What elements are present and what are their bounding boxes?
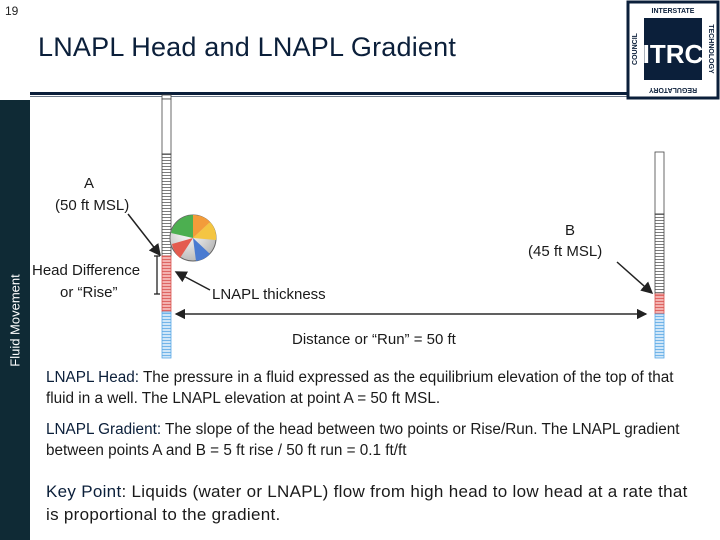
point-a-elevation: (50 ft MSL) xyxy=(55,197,130,214)
logo-top-text: INTERSTATE xyxy=(652,8,695,15)
logo-bottom-text: REGULATORY xyxy=(649,86,697,93)
gradient-text: The slope of the head between two points… xyxy=(46,421,680,459)
slide-title: LNAPL Head and LNAPL Gradient xyxy=(38,32,457,62)
well-b-screen xyxy=(654,213,665,295)
run-label: Distance or “Run” = 50 ft xyxy=(292,331,456,348)
well-a-casing xyxy=(161,98,172,155)
well-b-water xyxy=(654,313,665,359)
well-a xyxy=(161,94,172,359)
key-point: Key Point: Liquids (water or LNAPL) flow… xyxy=(46,480,696,526)
arrow-to-thickness xyxy=(174,271,211,291)
well-a-screen xyxy=(161,153,172,257)
key-text: : Liquids (water or LNAPL) flow from hig… xyxy=(46,482,688,524)
point-b-label: B xyxy=(565,222,576,239)
itrc-logo: INTERSTATE REGULATORY COUNCIL TECHNOLOGY… xyxy=(626,0,720,100)
sidebar xyxy=(0,100,30,540)
well-a-lnapl xyxy=(161,255,172,313)
arrow-to-head-b xyxy=(616,261,654,294)
well-b-casing xyxy=(654,151,665,215)
gradient-term: LNAPL Gradient: xyxy=(46,421,162,438)
head-definition: LNAPL Head: The pressure in a fluid expr… xyxy=(46,367,696,409)
key-term: Key Point xyxy=(46,482,122,501)
header-divider-thin xyxy=(30,96,630,97)
arrow-to-head-a xyxy=(127,213,161,257)
lnapl-thickness-label: LNAPL thickness xyxy=(212,286,326,303)
well-b xyxy=(654,151,665,359)
head-difference-label: Head Difference xyxy=(32,262,141,279)
logo-right-text: TECHNOLOGY xyxy=(707,24,714,74)
slide-number: 19 xyxy=(5,4,19,18)
head-term: LNAPL Head: xyxy=(46,369,139,386)
head-text: The pressure in a fluid expressed as the… xyxy=(46,369,674,407)
logo-left-text: COUNCIL xyxy=(632,32,639,65)
well-b-lnapl xyxy=(654,293,665,315)
point-a-label: A xyxy=(84,175,95,192)
point-b-elevation: (45 ft MSL) xyxy=(528,243,603,260)
logo-center-text: ITRC xyxy=(643,39,704,69)
beach-ball-icon xyxy=(169,214,217,262)
header-divider xyxy=(30,92,630,95)
rise-label: or “Rise” xyxy=(60,284,118,301)
well-a-water xyxy=(161,311,172,359)
gradient-definition: LNAPL Gradient: The slope of the head be… xyxy=(46,419,696,461)
